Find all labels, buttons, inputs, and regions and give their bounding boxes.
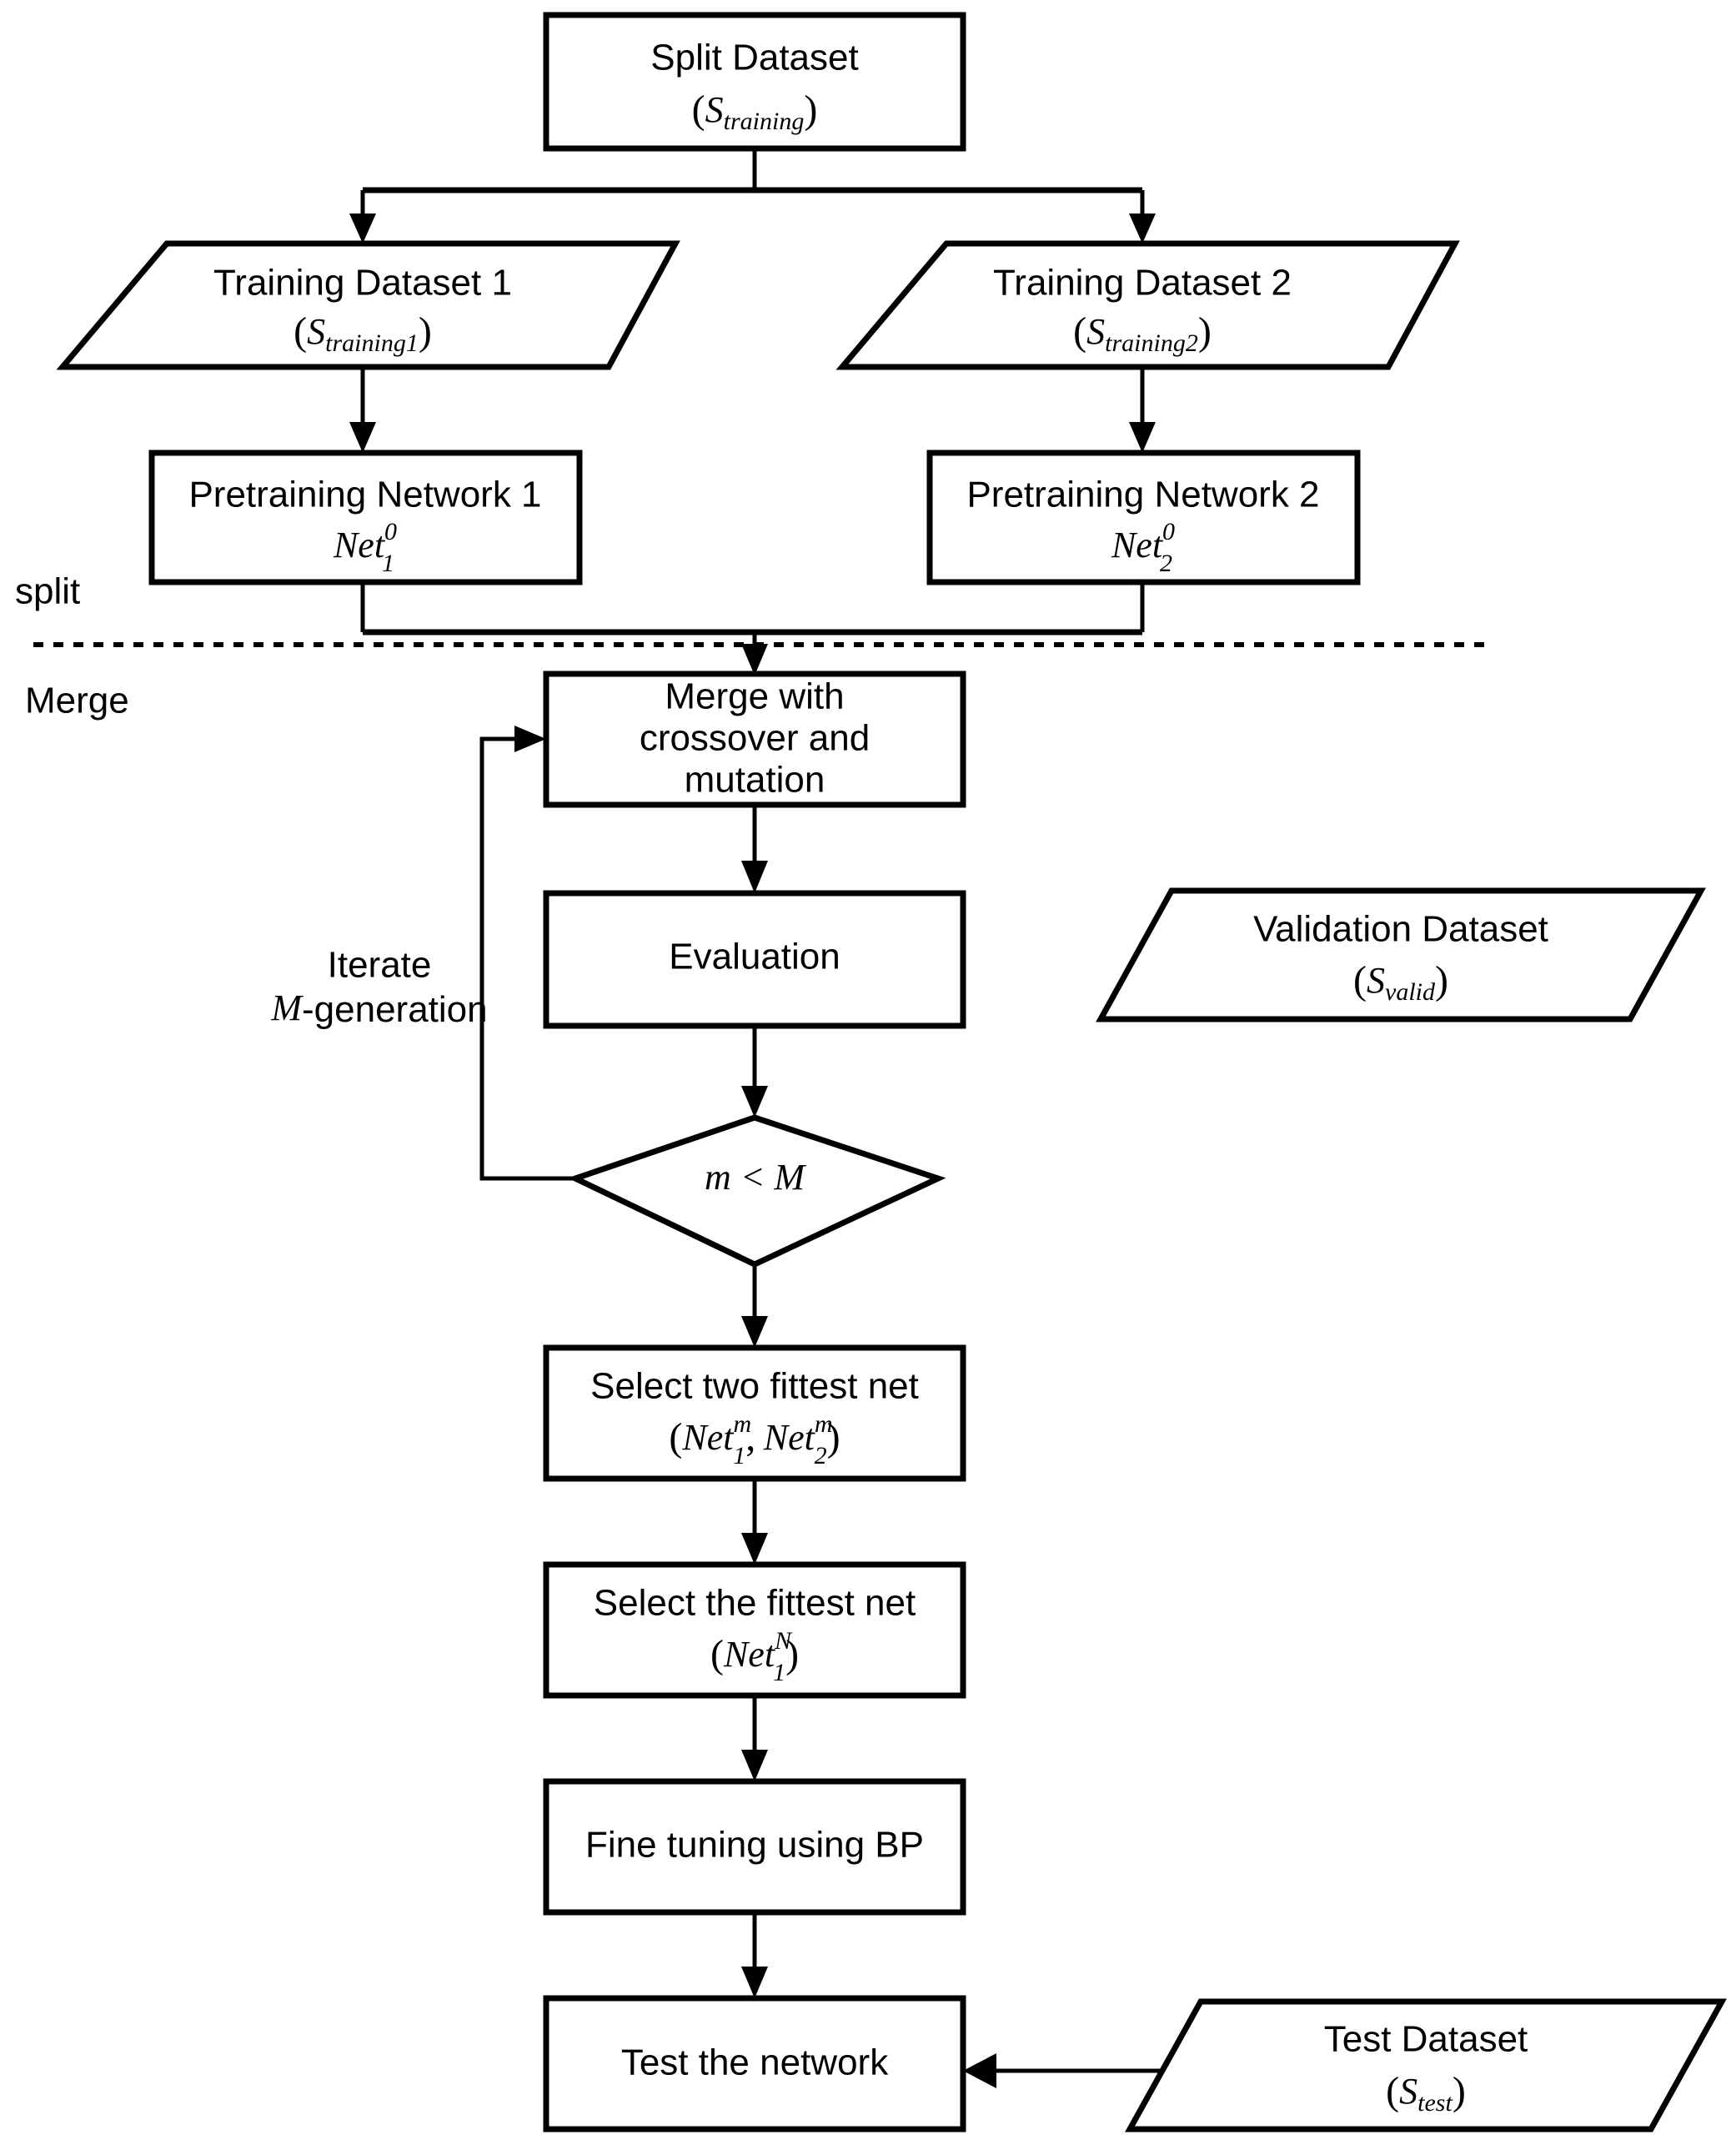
- edge-pretraining-to-merge: [360, 582, 1145, 649]
- node-merge-crossover-mutation[interactable]: [543, 671, 966, 808]
- training-dataset-2-label: Training Dataset 2: [993, 263, 1292, 304]
- node-pretraining-network-2[interactable]: [926, 450, 1361, 585]
- edge-merge-to-evaluation: [741, 805, 768, 893]
- edge-evaluation-to-decision: [741, 1026, 768, 1118]
- test-the-network-label: Test the network: [621, 2042, 889, 2083]
- node-training-dataset-2[interactable]: [835, 240, 1460, 370]
- edge-fine-tuning-to-test: [741, 1912, 768, 1998]
- loop-label-line1: Iterate: [328, 945, 432, 986]
- edge-td2-to-pn2: [1129, 367, 1156, 453]
- validation-dataset-label: Validation Dataset: [1253, 909, 1548, 950]
- merge-line2: crossover and: [640, 718, 870, 759]
- node-test-the-network[interactable]: [543, 1995, 966, 2132]
- edge-merge-entry-arrow: [741, 644, 768, 676]
- edge-select-one-to-fine-tuning: [741, 1695, 768, 1781]
- node-evaluation[interactable]: [543, 890, 966, 1029]
- node-split-dataset[interactable]: [543, 12, 966, 152]
- validation-dataset-symbol: (Svalid): [1353, 958, 1448, 1006]
- split-dataset-label: Split Dataset: [650, 38, 858, 78]
- test-dataset-symbol: (Stest): [1386, 2069, 1466, 2117]
- node-decision-m-lt-M[interactable]: [567, 1114, 946, 1268]
- node-validation-dataset[interactable]: [1096, 887, 1706, 1022]
- training-dataset-1-symbol: (Straining1): [294, 309, 432, 357]
- node-select-the-fittest-net[interactable]: [543, 1561, 966, 1699]
- edge-decision-to-select-two: [741, 1264, 768, 1348]
- evaluation-label: Evaluation: [669, 937, 840, 977]
- edge-td1-to-pn1: [349, 367, 376, 453]
- decision-label: m < M: [705, 1157, 806, 1198]
- node-pretraining-network-1[interactable]: [148, 450, 583, 585]
- node-select-two-fittest-net[interactable]: [543, 1344, 966, 1482]
- label-merge-phase: Merge: [25, 681, 129, 721]
- edge-decision-loop-to-merge: [479, 726, 575, 1181]
- test-dataset-label: Test Dataset: [1324, 2019, 1528, 2060]
- node-test-dataset[interactable]: [1125, 1998, 1727, 2132]
- pretraining-network-1-label: Pretraining Network 1: [188, 475, 541, 515]
- training-dataset-2-symbol: (Straining2): [1073, 309, 1212, 357]
- loop-label-line2: M-generation: [270, 987, 487, 1030]
- select-the-fittest-label: Select the fittest net: [594, 1583, 916, 1624]
- edge-split-to-branches: [349, 148, 1156, 244]
- label-split-phase: split: [15, 571, 80, 612]
- edge-select-two-to-select-one: [741, 1479, 768, 1565]
- merge-line3: mutation: [685, 760, 825, 801]
- training-dataset-1-label: Training Dataset 1: [213, 263, 512, 304]
- split-dataset-symbol: (Straining): [692, 88, 818, 135]
- node-fine-tuning-using-bp[interactable]: [543, 1778, 966, 1916]
- select-two-fittest-label: Select two fittest net: [590, 1366, 919, 1407]
- merge-line1: Merge with: [665, 676, 844, 717]
- node-training-dataset-1[interactable]: [56, 240, 680, 370]
- fine-tuning-label: Fine tuning using BP: [585, 1825, 924, 1866]
- pretraining-network-2-label: Pretraining Network 2: [966, 475, 1319, 515]
